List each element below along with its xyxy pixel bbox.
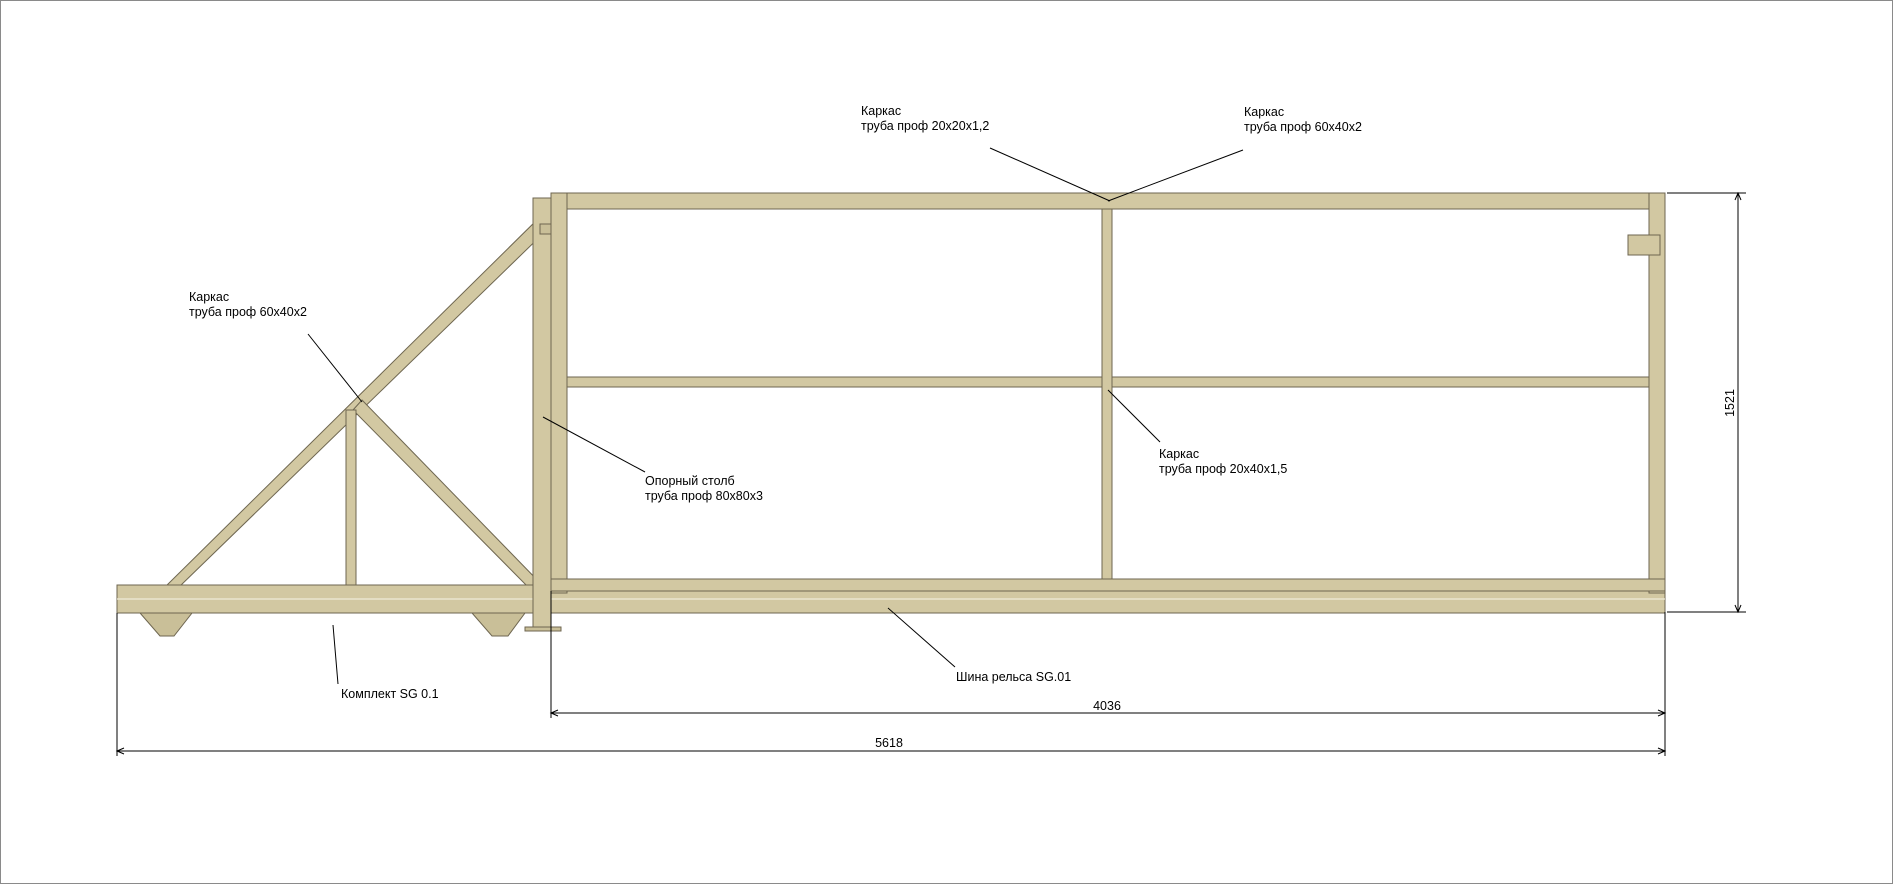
inner-brace — [352, 399, 547, 591]
label-frame-top-left-1: Каркас — [861, 104, 901, 118]
counterweight-post — [345, 409, 357, 589]
leader-counterweight — [307, 333, 363, 403]
annotations: Каркас труба проф 20х20х1,2 Каркас труба… — [189, 104, 1737, 750]
leader-frame-middle — [1107, 389, 1161, 443]
leader-rail — [887, 607, 956, 668]
label-frame-top-left-2: труба проф 20х20х1,2 — [861, 119, 989, 133]
label-frame-top-right-2: труба проф 60х40х2 — [1244, 120, 1362, 134]
post-bracket — [539, 223, 553, 235]
dim-total-arrow-left — [115, 747, 125, 755]
dim-height-arrow-bottom — [1734, 604, 1742, 614]
dimension-lines — [115, 191, 1746, 756]
roller-right — [470, 612, 526, 637]
dim-gate-arrow-left — [549, 709, 559, 717]
label-roller-kit: Комплект SG 0.1 — [341, 687, 439, 701]
label-frame-top-right-1: Каркас — [1244, 105, 1284, 119]
leader-lines — [307, 147, 1244, 685]
gate-left-stile — [550, 192, 568, 594]
dim-total-width-value: 5618 — [875, 736, 903, 750]
center-stile — [1101, 208, 1113, 580]
dim-gate-width-value: 4036 — [1093, 699, 1121, 713]
label-frame-middle-1: Каркас — [1159, 447, 1199, 461]
label-rail: Шина рельса SG.01 — [956, 670, 1071, 684]
label-support-post-2: труба проф 80х80х3 — [645, 489, 763, 503]
latch-plate — [1627, 234, 1661, 256]
dim-height-value: 1521 — [1723, 389, 1737, 417]
dim-height-arrow-top — [1734, 191, 1742, 201]
support-post — [532, 197, 552, 629]
dim-gate-arrow-right — [1657, 709, 1667, 717]
diagonal-brace — [162, 211, 556, 589]
gate-frame — [116, 192, 1666, 637]
support-post-base — [524, 626, 562, 632]
label-support-post-1: Опорный столб — [645, 474, 735, 488]
label-counterweight-1: Каркас — [189, 290, 229, 304]
leader-support-post — [542, 416, 646, 473]
roller-left — [138, 612, 194, 637]
gate-bottom-beam — [550, 578, 1666, 592]
leader-frame-top-right — [1107, 149, 1244, 202]
label-frame-middle-2: труба проф 20х40х1,5 — [1159, 462, 1287, 476]
leader-roller-kit — [332, 624, 339, 685]
dim-total-arrow-right — [1657, 747, 1667, 755]
label-counterweight-2: труба проф 60х40х2 — [189, 305, 307, 319]
leader-frame-top-left — [989, 147, 1111, 202]
